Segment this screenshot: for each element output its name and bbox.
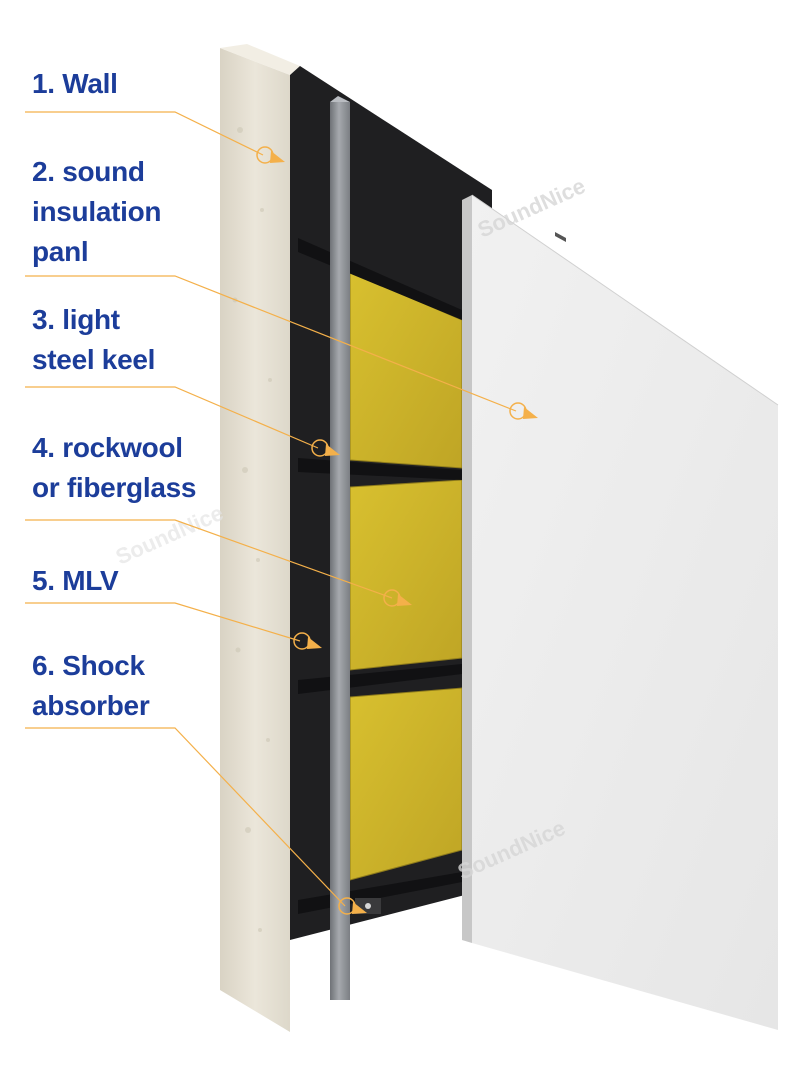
label-light-steel-keel: 3. light steel keel bbox=[32, 300, 155, 380]
concrete-wall bbox=[220, 44, 300, 1032]
marker-rockwool bbox=[383, 589, 412, 607]
leader-line-keel bbox=[25, 386, 319, 449]
label-mlv: 5. MLV bbox=[32, 561, 119, 601]
label-line: absorber bbox=[32, 690, 150, 721]
leader-line-mlv bbox=[25, 602, 301, 642]
rockwool-batts bbox=[349, 271, 463, 881]
sound-insulation-panel bbox=[462, 194, 779, 1030]
label-line: 1. Wall bbox=[32, 68, 118, 99]
leader-markers bbox=[256, 146, 538, 915]
label-line: 6. Shock bbox=[32, 650, 145, 681]
marker-keel bbox=[311, 439, 340, 457]
label-wall: 1. Wall bbox=[32, 64, 118, 104]
label-line: 5. MLV bbox=[32, 565, 119, 596]
label-line: insulation bbox=[32, 196, 162, 227]
leader-lines bbox=[25, 111, 517, 907]
leader-line-shock bbox=[25, 727, 346, 907]
label-sound-insulation-panel: 2. sound insulation panl bbox=[32, 152, 162, 272]
label-line: or fiberglass bbox=[32, 472, 197, 503]
label-line: steel keel bbox=[32, 344, 156, 375]
label-line: 3. light bbox=[32, 304, 120, 335]
label-line: 4. rockwool bbox=[32, 432, 183, 463]
watermark-text: SoundNice bbox=[112, 500, 227, 570]
label-line: 2. sound bbox=[32, 156, 145, 187]
vertical-steel-keel bbox=[330, 96, 350, 1000]
label-shock-absorber: 6. Shock absorber bbox=[32, 646, 150, 726]
marker-shock bbox=[338, 897, 367, 915]
leader-line-rockwool bbox=[25, 519, 393, 599]
marker-mlv bbox=[293, 632, 322, 650]
label-rockwool-or-fiberglass: 4. rockwool or fiberglass bbox=[32, 428, 196, 508]
marker-panel bbox=[509, 402, 538, 420]
label-line: panl bbox=[32, 236, 89, 267]
marker-wall bbox=[256, 146, 285, 164]
leader-line-wall bbox=[25, 111, 264, 156]
leader-line-panel bbox=[25, 275, 517, 412]
